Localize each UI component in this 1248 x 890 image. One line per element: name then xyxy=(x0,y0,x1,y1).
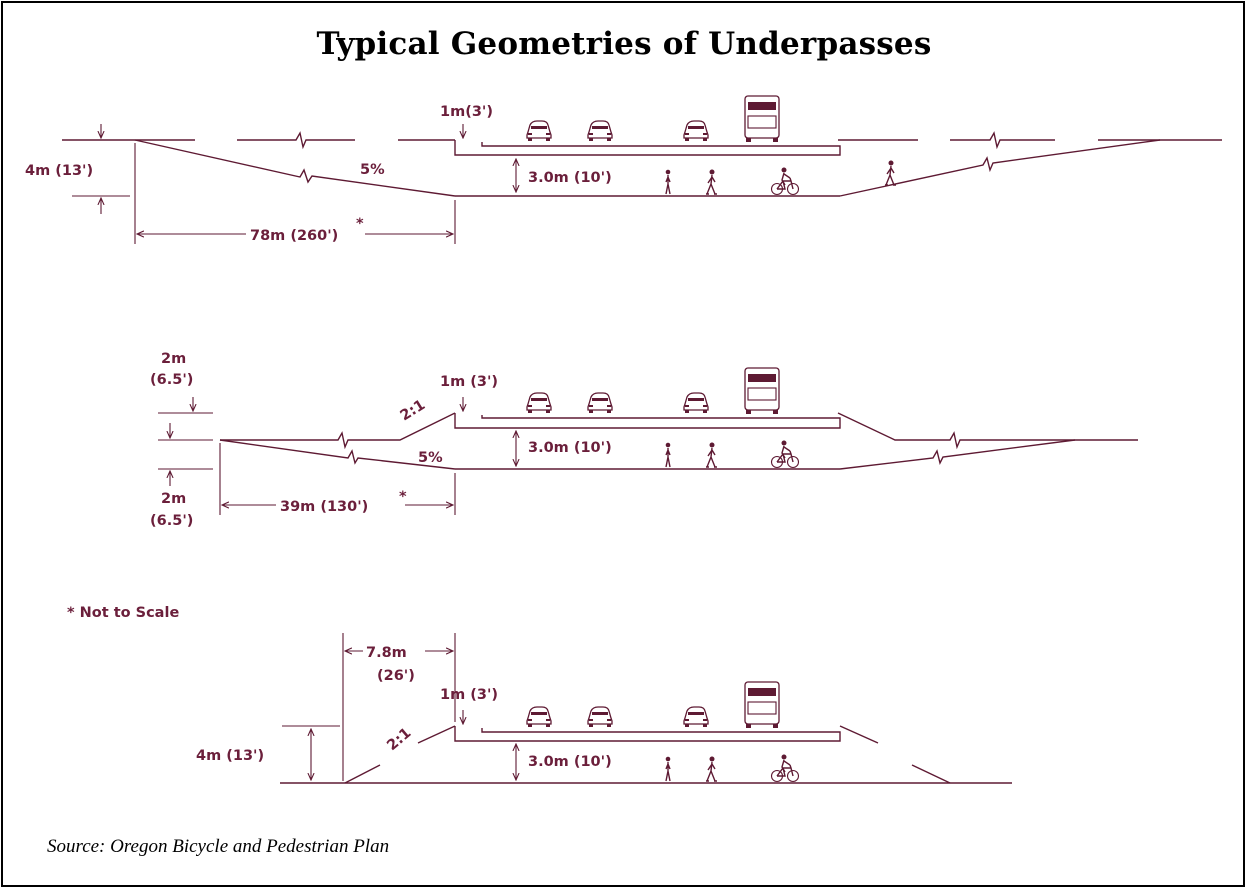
ratio-label: 2:1 xyxy=(398,397,429,424)
top-clearance-label: 1m (3') xyxy=(440,687,498,703)
top-clearance-label: 1m (3') xyxy=(440,374,498,390)
upper-height-label: 2m xyxy=(161,351,186,367)
not-to-scale-note: * Not to Scale xyxy=(67,605,179,621)
car-icon xyxy=(587,120,613,142)
width-label-ft: (26') xyxy=(377,668,415,684)
lower-height-label-ft: (6.5') xyxy=(150,513,193,529)
clearance-label: 3.0m (10') xyxy=(528,440,612,456)
car-icon xyxy=(526,392,552,414)
pedestrian-icon xyxy=(705,168,718,195)
pedestrian-icon xyxy=(665,756,671,782)
lower-height-label: 2m xyxy=(161,491,186,507)
ratio-label: 2:1 xyxy=(384,725,414,754)
diagram-full-depression: 4m (13') 5% 78m (260') * 1m(3') 3.0m (10… xyxy=(25,95,1222,244)
pedestrian-icon xyxy=(705,441,718,468)
car-icon xyxy=(683,706,709,728)
not-to-scale-star: * xyxy=(399,489,407,505)
car-icon xyxy=(587,392,613,414)
car-icon xyxy=(683,120,709,142)
top-clearance-label: 1m(3') xyxy=(440,104,493,120)
slope-label: 5% xyxy=(418,450,443,466)
left-height-label: 4m (13') xyxy=(25,163,93,179)
car-icon xyxy=(587,706,613,728)
bus-icon xyxy=(744,681,780,729)
bus-icon xyxy=(744,95,780,143)
diagram-retaining-slope: 7.8m (26') 1m (3') 2:1 4m (13') 3.0m (10… xyxy=(196,633,1012,784)
length-label: 39m (130') xyxy=(280,499,368,515)
pedestrian-icon xyxy=(705,755,718,782)
page-title: Typical Geometries of Underpasses xyxy=(316,26,932,62)
diagram-half-depression: 2m (6.5') 2m (6.5') 2:1 5% 39m (130') * … xyxy=(150,351,1138,529)
car-icon xyxy=(526,706,552,728)
bicycle-icon xyxy=(770,439,800,469)
length-label: 78m (260') xyxy=(250,228,338,244)
left-height-label: 4m (13') xyxy=(196,748,264,764)
clearance-label: 3.0m (10') xyxy=(528,754,612,770)
car-icon xyxy=(526,120,552,142)
slope-label: 5% xyxy=(360,162,385,178)
bicycle-icon xyxy=(770,753,800,783)
not-to-scale-star: * xyxy=(356,216,364,232)
upper-height-label-ft: (6.5') xyxy=(150,372,193,388)
clearance-label: 3.0m (10') xyxy=(528,170,612,186)
pedestrian-icon xyxy=(665,442,671,468)
pedestrian-icon xyxy=(884,159,897,186)
car-icon xyxy=(683,392,709,414)
bicycle-icon xyxy=(770,166,800,196)
pedestrian-icon xyxy=(665,168,671,195)
bus-icon xyxy=(744,367,780,415)
source-caption: Source: Oregon Bicycle and Pedestrian Pl… xyxy=(47,836,390,857)
width-label: 7.8m xyxy=(366,645,407,661)
